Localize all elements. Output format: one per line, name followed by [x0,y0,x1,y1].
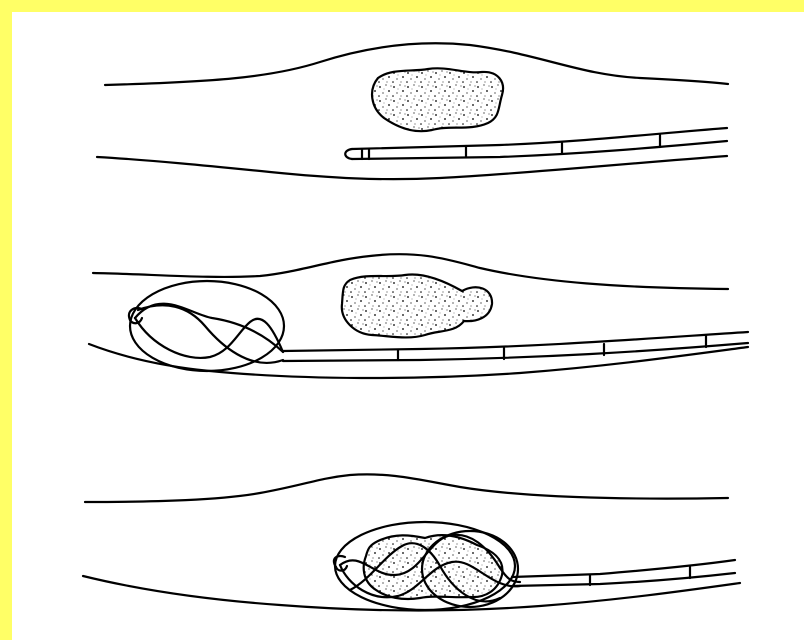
thrombus [372,68,503,131]
panel-2-basket-deployed [89,254,748,378]
panel-1-catheter-approach [97,43,728,179]
vessel-wall-lower [97,156,727,179]
panel-3-clot-captured [83,474,740,610]
basket-device [129,281,284,371]
catheter [345,128,727,159]
thrombus [342,274,492,337]
vessel-wall-upper [85,474,728,502]
catheter [512,560,735,586]
